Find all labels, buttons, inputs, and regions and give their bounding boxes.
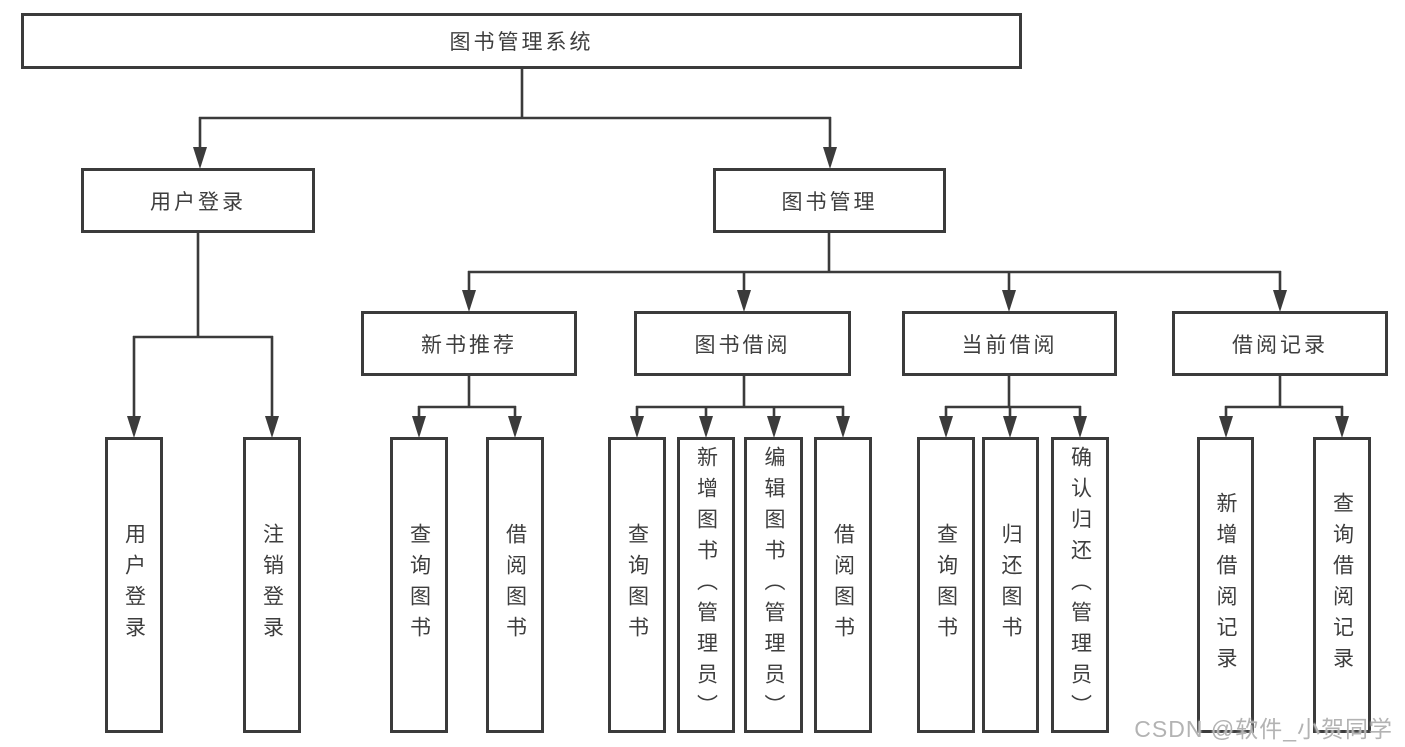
node-label: 当前借阅	[961, 333, 1058, 357]
leaf-borrow-books-borrowing: 借阅图书	[814, 437, 872, 733]
leaf-return-book: 归还图书	[982, 437, 1039, 733]
node-label: 查询图书	[407, 523, 431, 647]
node-label: 归还图书	[999, 523, 1022, 647]
node-label: 查询图书	[934, 523, 958, 647]
node-label: 新增借阅记录	[1214, 492, 1237, 678]
leaf-logout: 注销登录	[243, 437, 301, 733]
node-label: 图书借阅	[694, 333, 791, 357]
node-library-management-system: 图书管理系统	[21, 13, 1022, 69]
arrowhead-icons	[127, 147, 1349, 438]
node-current-borrowing: 当前借阅	[902, 311, 1117, 376]
node-label: 用户登录	[122, 523, 146, 647]
leaf-query-books-recommend: 查询图书	[390, 437, 448, 733]
node-label: 查询图书	[625, 523, 649, 647]
watermark: CSDN @软件_小贺同学	[1134, 716, 1393, 742]
node-book-management: 图书管理	[713, 168, 946, 233]
node-new-book-recommend: 新书推荐	[361, 311, 577, 376]
leaf-borrow-books-recommend: 借阅图书	[486, 437, 544, 733]
leaf-confirm-return-admin: 确认归还（管理员）	[1051, 437, 1109, 733]
leaf-user-login: 用户登录	[105, 437, 163, 733]
node-label: 借阅记录	[1232, 333, 1328, 357]
node-book-borrowing: 图书借阅	[634, 311, 851, 376]
node-borrowing-records: 借阅记录	[1172, 311, 1388, 376]
node-label: 注销登录	[260, 523, 284, 647]
node-label: 新增图书（管理员）	[694, 445, 718, 725]
node-label: 编辑图书（管理员）	[762, 445, 785, 725]
node-label: 图书管理系统	[449, 31, 594, 54]
node-label: 图书管理	[781, 190, 878, 214]
leaf-query-books-current: 查询图书	[917, 437, 975, 733]
node-label: 借阅图书	[503, 523, 527, 647]
leaf-query-borrow-record: 查询借阅记录	[1313, 437, 1371, 733]
leaf-add-book-admin: 新增图书（管理员）	[677, 437, 735, 733]
leaf-query-books-borrowing: 查询图书	[608, 437, 666, 733]
leaf-edit-book-admin: 编辑图书（管理员）	[744, 437, 803, 733]
node-label: 用户登录	[150, 190, 246, 214]
node-label: 确认归还（管理员）	[1068, 445, 1092, 725]
leaf-add-borrow-record: 新增借阅记录	[1197, 437, 1254, 733]
node-label: 借阅图书	[831, 523, 855, 647]
node-label: 查询借阅记录	[1330, 492, 1354, 678]
node-label: 新书推荐	[421, 333, 517, 357]
node-user-login: 用户登录	[81, 168, 315, 233]
